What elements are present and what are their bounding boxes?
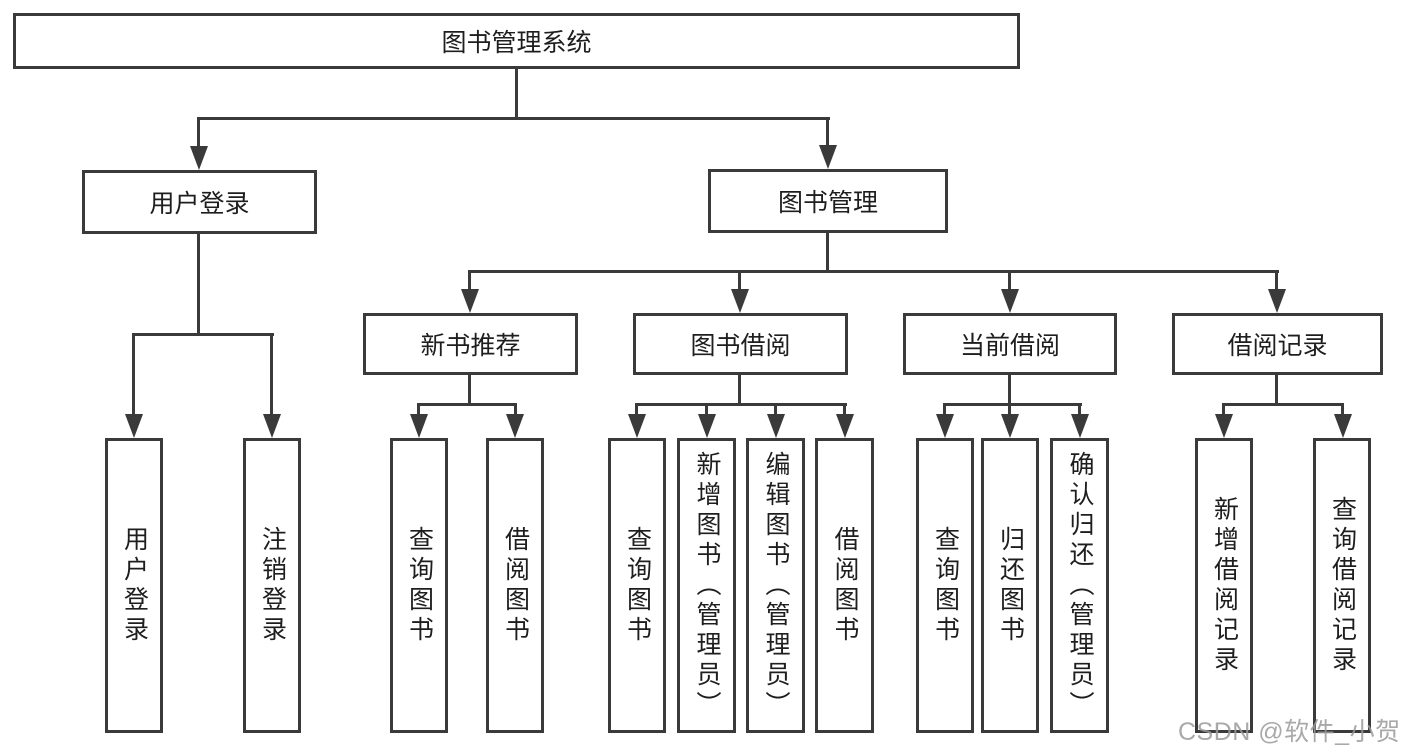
edge-drop <box>635 403 638 416</box>
leaf-edit-books-admin: 编辑图书（管理员） <box>746 438 805 733</box>
csdn-watermark: CSDN @软件_小贺同学 <box>1178 718 1401 746</box>
node-book-borrow: 图书借阅 <box>633 313 848 375</box>
edge-drop <box>417 403 420 416</box>
arrowhead-down-icon <box>1268 289 1286 313</box>
arrowhead-down-icon <box>628 414 646 438</box>
edge-root-stub <box>515 68 518 119</box>
arrowhead-down-icon <box>1215 414 1233 438</box>
edge-new-rec-bar <box>417 403 517 406</box>
arrowhead-down-icon <box>125 414 143 438</box>
leaf-user-login: 用户登录 <box>105 438 163 733</box>
edge-drop-borrow <box>738 270 741 292</box>
edge-record-stub <box>1275 375 1278 405</box>
arrowhead-down-icon <box>836 414 854 438</box>
arrowhead-down-icon <box>698 414 716 438</box>
node-borrow-records: 借阅记录 <box>1172 313 1383 375</box>
arrowhead-down-icon <box>767 414 785 438</box>
edge-drop-current <box>1008 270 1011 292</box>
node-new-book-recommend: 新书推荐 <box>363 313 578 375</box>
edge-drop <box>1008 403 1011 416</box>
leaf-confirm-return-admin: 确认归还（管理员） <box>1050 438 1109 733</box>
arrowhead-down-icon <box>506 414 524 438</box>
edge-drop-book-mgmt <box>826 117 829 148</box>
arrowhead-down-icon <box>410 414 428 438</box>
edge-drop <box>774 403 777 416</box>
leaf-add-borrow-record: 新增借阅记录 <box>1195 438 1253 733</box>
arrowhead-down-icon <box>936 414 954 438</box>
edge-drop <box>705 403 708 416</box>
edge-current-stub <box>1008 375 1011 405</box>
arrowhead-down-icon <box>1334 414 1352 438</box>
arrowhead-down-icon <box>263 414 281 438</box>
node-book-management: 图书管理 <box>708 169 948 233</box>
edge-user-login-stub <box>197 234 200 335</box>
edge-drop <box>1341 403 1344 416</box>
arrowhead-down-icon <box>819 145 837 169</box>
arrowhead-down-icon <box>461 289 479 313</box>
leaf-query-borrow-record: 查询借阅记录 <box>1313 438 1371 733</box>
edge-new-rec-stub <box>468 375 471 405</box>
edge-current-bar <box>943 403 1082 406</box>
leaf-query-books-current: 查询图书 <box>916 438 974 733</box>
edge-level2-bar <box>197 117 830 120</box>
edge-drop <box>1078 403 1081 416</box>
edge-drop <box>943 403 946 416</box>
node-root-library-system: 图书管理系统 <box>13 13 1020 69</box>
edge-borrow-bar <box>635 403 847 406</box>
arrowhead-down-icon <box>1001 414 1019 438</box>
leaf-add-books-admin: 新增图书（管理员） <box>677 438 736 733</box>
edge-drop <box>1222 403 1225 416</box>
leaf-borrow-books: 借阅图书 <box>815 438 874 733</box>
edge-book-mgmt-stub <box>826 233 829 272</box>
leaf-logout: 注销登录 <box>243 438 301 733</box>
edge-user-login-bar <box>132 333 274 336</box>
edge-drop-new-rec <box>468 270 471 292</box>
leaf-borrow-books-recommend: 借阅图书 <box>486 438 544 733</box>
edge-drop <box>514 403 517 416</box>
edge-borrow-stub <box>738 375 741 405</box>
arrowhead-down-icon <box>190 146 208 170</box>
node-current-borrow: 当前借阅 <box>903 313 1117 375</box>
node-user-login: 用户登录 <box>82 170 317 234</box>
edge-drop-leaf-logout <box>270 333 273 416</box>
edge-drop-record <box>1275 270 1278 292</box>
leaf-query-books-recommend: 查询图书 <box>390 438 448 733</box>
arrowhead-down-icon <box>1071 414 1089 438</box>
edge-level3-bar <box>468 270 1279 273</box>
arrowhead-down-icon <box>731 289 749 313</box>
edge-drop <box>843 403 846 416</box>
edge-record-bar <box>1222 403 1344 406</box>
leaf-return-books: 归还图书 <box>981 438 1039 733</box>
edge-drop-leaf-login <box>132 333 135 416</box>
leaf-query-books-borrow: 查询图书 <box>608 438 666 733</box>
edge-drop-user-login <box>197 117 200 148</box>
arrowhead-down-icon <box>1001 289 1019 313</box>
